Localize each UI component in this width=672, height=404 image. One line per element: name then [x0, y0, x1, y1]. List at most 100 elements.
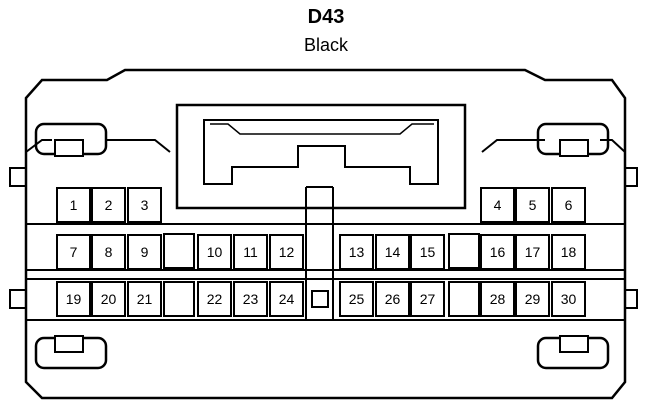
pin-cavity: 29 — [515, 281, 550, 317]
pin-cavity-box — [480, 187, 515, 223]
pin-number-label: 8 — [105, 244, 113, 260]
pin-number-label: 19 — [66, 291, 82, 307]
pin-cavity-box — [233, 234, 268, 270]
pin-cavity-box — [91, 234, 126, 270]
pin-number-label: 25 — [349, 291, 365, 307]
pin-cavity: 13 — [339, 234, 374, 270]
pin-cavity: 3 — [127, 187, 162, 223]
pin-cavity-box — [127, 281, 162, 317]
pin-cavity-box — [56, 234, 91, 270]
pin-cavity: 2 — [91, 187, 126, 223]
pin-cavity-box — [410, 281, 445, 317]
pin-cavity-box — [339, 234, 374, 270]
upper-left-body-line — [107, 139, 171, 153]
pin-cavity: 1 — [56, 187, 91, 223]
pin-cavity-box — [515, 187, 550, 223]
left-shoulder-line — [25, 139, 52, 153]
pin-cavity: 18 — [551, 234, 586, 270]
right-side-tab-bottom — [624, 289, 638, 309]
latch-top-left-inner — [54, 139, 84, 157]
pin-cavity: 16 — [480, 234, 515, 270]
pin-cavity: 25 — [339, 281, 374, 317]
pin-number-label: 17 — [525, 244, 541, 260]
pin-cavity-box — [56, 281, 91, 317]
pin-number-label: 10 — [207, 244, 223, 260]
center-key-slot — [305, 186, 334, 320]
pin-number-label: 21 — [137, 291, 153, 307]
empty-cavity — [163, 281, 195, 317]
pin-cavity: 9 — [127, 234, 162, 270]
left-side-tab-top — [9, 167, 27, 187]
pin-cavity-box — [233, 281, 268, 317]
pin-cavity-box — [551, 234, 586, 270]
pin-number-label: 9 — [141, 244, 149, 260]
empty-cavity — [448, 281, 480, 317]
pin-cavity-box — [269, 234, 304, 270]
pin-cavity: 11 — [233, 234, 268, 270]
pin-cavity-box — [375, 281, 410, 317]
lock-hood-ramp — [210, 123, 434, 135]
pin-cavity: 12 — [269, 234, 304, 270]
pin-number-label: 4 — [494, 197, 502, 213]
pin-cavity: 6 — [551, 187, 586, 223]
pin-cavity-box — [515, 281, 550, 317]
pin-cavity-box — [375, 234, 410, 270]
empty-cavity — [448, 233, 480, 269]
pin-number-label: 6 — [565, 197, 573, 213]
pin-cavity: 5 — [515, 187, 550, 223]
pin-number-label: 29 — [525, 291, 541, 307]
pin-cavity: 26 — [375, 281, 410, 317]
lock-hood-inner — [203, 119, 439, 185]
pin-number-label: 15 — [420, 244, 436, 260]
pin-cavity: 24 — [269, 281, 304, 317]
pin-number-label: 1 — [70, 197, 78, 213]
pin-block-frame — [25, 223, 626, 271]
pin-cavity-box — [551, 187, 586, 223]
connector-housing-outline — [24, 68, 627, 400]
pin-cavity-box — [480, 281, 515, 317]
pin-cavity-box — [551, 281, 586, 317]
pin-cavity: 7 — [56, 234, 91, 270]
center-key-square — [311, 290, 329, 308]
pin-number-label: 11 — [243, 244, 258, 260]
pin-cavity: 23 — [233, 281, 268, 317]
pin-cavity-box — [410, 234, 445, 270]
pin-number-label: 3 — [141, 197, 149, 213]
pin-cavity-box — [91, 187, 126, 223]
pin-cavity: 20 — [91, 281, 126, 317]
pin-cavity: 27 — [410, 281, 445, 317]
pin-cavity: 30 — [551, 281, 586, 317]
connector-id: D43 — [307, 6, 345, 28]
pin-cavity-box — [56, 187, 91, 223]
pin-cavity-box — [91, 281, 126, 317]
pin-cavity: 10 — [197, 234, 232, 270]
connector-color-label: Black — [303, 35, 348, 55]
pin-number-label: 5 — [529, 197, 537, 213]
pin-number-label: 20 — [101, 291, 117, 307]
pin-number-label: 24 — [279, 291, 295, 307]
pin-number-label: 23 — [243, 291, 259, 307]
pin-cavity: 4 — [480, 187, 515, 223]
pin-cavity: 19 — [56, 281, 91, 317]
pin-number-label: 18 — [561, 244, 577, 260]
pin-number-label: 22 — [207, 291, 223, 307]
latch-top-right-inner — [559, 139, 589, 157]
pin-cavity-box — [197, 234, 232, 270]
pin-cavity: 21 — [127, 281, 162, 317]
pin-cavity-box — [197, 281, 232, 317]
pin-cavity-box — [127, 234, 162, 270]
pin-cavity: 28 — [480, 281, 515, 317]
upper-right-body-line — [481, 139, 545, 153]
pin-cavity-box — [515, 234, 550, 270]
right-side-tab-top — [624, 167, 638, 187]
pin-number-label: 13 — [349, 244, 365, 260]
pin-number-label: 28 — [490, 291, 506, 307]
pin-number-label: 30 — [561, 291, 577, 307]
pin-number-label: 26 — [385, 291, 401, 307]
pin-cavity-box — [127, 187, 162, 223]
pin-cavity: 8 — [91, 234, 126, 270]
pin-number-label: 2 — [105, 197, 113, 213]
latch-bottom-right-inner — [559, 335, 589, 353]
